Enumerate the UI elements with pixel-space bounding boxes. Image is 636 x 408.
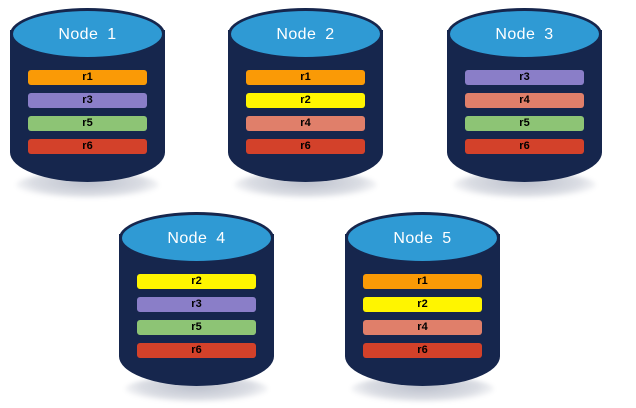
database-node-1[interactable]: Node 1 r1 r3 r5 r6 — [10, 8, 165, 198]
node-title: Node 4 — [167, 229, 225, 247]
replica-list: r1 r3 r5 r6 — [28, 70, 147, 154]
replica-bar-r6[interactable]: r6 — [28, 139, 147, 154]
replica-bar-r1[interactable]: r1 — [246, 70, 365, 85]
replica-bar-r6[interactable]: r6 — [363, 343, 482, 358]
node-title-number: 1 — [107, 26, 117, 43]
replica-bar-r1[interactable]: r1 — [28, 70, 147, 85]
replica-bar-r1[interactable]: r1 — [363, 274, 482, 289]
replica-bar-r4[interactable]: r4 — [363, 320, 482, 335]
replica-bar-r2[interactable]: r2 — [363, 297, 482, 312]
node-title: Node 1 — [58, 25, 116, 43]
node-title: Node 5 — [393, 229, 451, 247]
cylinder-top-disc: Node 5 — [345, 212, 500, 264]
node-title-word: Node — [393, 230, 434, 247]
database-node-2[interactable]: Node 2 r1 r2 r4 r6 — [228, 8, 383, 198]
replica-bar-r6[interactable]: r6 — [246, 139, 365, 154]
replica-bar-r2[interactable]: r2 — [137, 274, 256, 289]
node-title: Node 2 — [276, 25, 334, 43]
replica-bar-r2[interactable]: r2 — [246, 93, 365, 108]
node-title-number: 4 — [216, 230, 226, 247]
replica-list: r1 r2 r4 r6 — [363, 274, 482, 358]
node-title-word: Node — [58, 26, 99, 43]
node-title-word: Node — [495, 26, 536, 43]
replica-bar-r5[interactable]: r5 — [137, 320, 256, 335]
database-node-5[interactable]: Node 5 r1 r2 r4 r6 — [345, 212, 500, 402]
replica-bar-r3[interactable]: r3 — [137, 297, 256, 312]
replica-list: r2 r3 r5 r6 — [137, 274, 256, 358]
replica-bar-r3[interactable]: r3 — [28, 93, 147, 108]
cylinder-top-disc: Node 4 — [119, 212, 274, 264]
cylinder-top-disc: Node 3 — [447, 8, 602, 60]
cylinder-top-disc: Node 1 — [10, 8, 165, 60]
node-title-number: 3 — [544, 26, 554, 43]
replica-list: r1 r2 r4 r6 — [246, 70, 365, 154]
node-title: Node 3 — [495, 25, 553, 43]
node-title-word: Node — [167, 230, 208, 247]
replica-bar-r6[interactable]: r6 — [465, 139, 584, 154]
replica-bar-r4[interactable]: r4 — [246, 116, 365, 131]
replica-bar-r6[interactable]: r6 — [137, 343, 256, 358]
replica-bar-r4[interactable]: r4 — [465, 93, 584, 108]
replica-bar-r3[interactable]: r3 — [465, 70, 584, 85]
replica-list: r3 r4 r5 r6 — [465, 70, 584, 154]
node-title-number: 5 — [442, 230, 452, 247]
replica-bar-r5[interactable]: r5 — [28, 116, 147, 131]
cylinder-top-disc: Node 2 — [228, 8, 383, 60]
node-title-word: Node — [276, 26, 317, 43]
replica-bar-r5[interactable]: r5 — [465, 116, 584, 131]
node-title-number: 2 — [325, 26, 335, 43]
database-node-3[interactable]: Node 3 r3 r4 r5 r6 — [447, 8, 602, 198]
database-node-4[interactable]: Node 4 r2 r3 r5 r6 — [119, 212, 274, 402]
